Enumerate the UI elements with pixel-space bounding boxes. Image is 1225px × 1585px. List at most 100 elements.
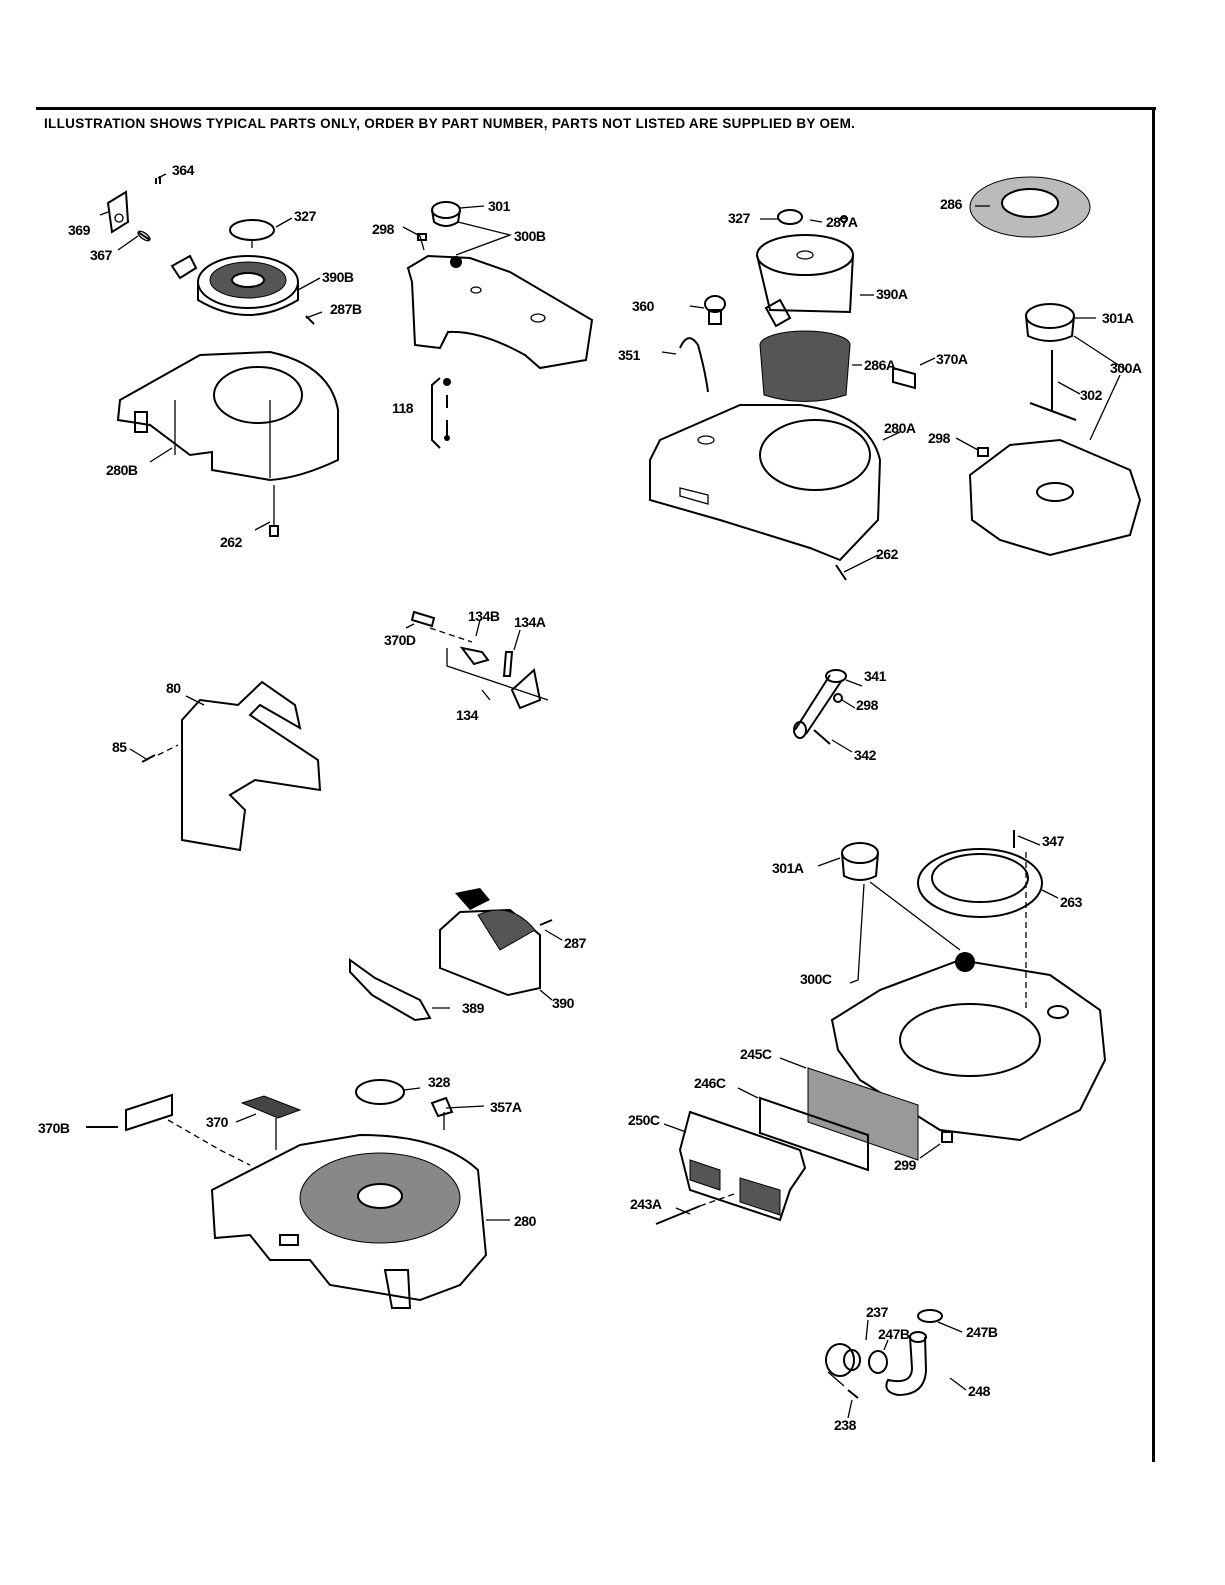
part-389-lever: [349, 958, 432, 1022]
part-247b-clamp-left: [868, 1350, 888, 1374]
part-287a-screw: [840, 215, 848, 223]
part-367-spring: [137, 230, 151, 242]
part-351-fuel-line: [679, 337, 709, 393]
part-287-screw: [539, 919, 553, 926]
callout-237: 237: [866, 1304, 888, 1320]
callout-80: 80: [166, 680, 181, 696]
callout-327: 327: [294, 208, 316, 224]
callout-357a: 357A: [490, 1099, 522, 1115]
callout-351: 351: [618, 347, 640, 363]
callout-300c: 300C: [800, 971, 832, 987]
callout-301a-mid: 301A: [772, 860, 804, 876]
callout-389: 389: [462, 1000, 484, 1016]
callout-286a: 286A: [864, 357, 896, 373]
callout-280a: 280A: [884, 420, 916, 436]
part-301a-fuel-cap-mid: [841, 842, 879, 881]
part-243a-screw: [655, 1205, 701, 1225]
part-328-cap: [355, 1079, 405, 1105]
part-298-screw-300a: [977, 447, 989, 457]
callout-328: 328: [428, 1074, 450, 1090]
part-298-screw-341: [833, 693, 843, 703]
callout-243a: 243A: [630, 1196, 662, 1212]
callout-298-300a: 298: [928, 430, 950, 446]
part-342-screw: [813, 729, 831, 745]
part-357a-clip: [430, 1096, 454, 1118]
part-134a-pin: [502, 651, 514, 677]
callout-280b: 280B: [106, 462, 138, 478]
part-287b-screw: [305, 315, 315, 325]
callout-287a: 287A: [826, 214, 858, 230]
part-250c-filter-cover: [678, 1110, 807, 1222]
part-286a-filter-screen: [759, 330, 851, 402]
frame-top-border: [36, 107, 1156, 110]
callout-286: 286: [940, 196, 962, 212]
callout-245c: 245C: [740, 1046, 772, 1062]
part-390-starter-assembly: [439, 888, 541, 997]
part-134b-lever: [459, 646, 490, 666]
part-134-bracket: [510, 668, 542, 710]
callout-299: 299: [894, 1157, 916, 1173]
part-245c-air-filter: [807, 1067, 919, 1161]
part-280-blower-housing: [210, 1133, 488, 1309]
part-299-nut: [941, 1131, 953, 1143]
part-247b-clamp-right: [917, 1309, 943, 1323]
part-248-hose: [885, 1331, 928, 1397]
part-237-elbow-fitting: [825, 1343, 861, 1377]
callout-370d: 370D: [384, 632, 416, 648]
part-369-bracket: [106, 190, 130, 234]
part-390a-rewind-starter: [756, 234, 854, 328]
callout-247b-left: 247B: [878, 1326, 910, 1342]
callout-367: 367: [90, 247, 112, 263]
part-280a-blower-housing: [649, 404, 882, 562]
callout-390b: 390B: [322, 269, 354, 285]
callout-134: 134: [456, 707, 478, 723]
callout-250c: 250C: [628, 1112, 660, 1128]
callout-248: 248: [968, 1383, 990, 1399]
part-300c-fuel-tank: [830, 952, 1107, 1142]
callout-118: 118: [392, 400, 414, 416]
callout-301: 301: [488, 198, 510, 214]
callout-287b: 287B: [330, 301, 362, 317]
callout-390: 390: [552, 995, 574, 1011]
part-390b-rewind-starter: [170, 254, 299, 316]
part-301-fuel-cap: [431, 201, 461, 227]
part-370a-label: [892, 366, 916, 390]
part-327-cap-top-center: [777, 209, 803, 225]
callout-262-right: 262: [876, 546, 898, 562]
callout-347: 347: [1042, 833, 1064, 849]
callout-238: 238: [834, 1417, 856, 1433]
illustration-notice: ILLUSTRATION SHOWS TYPICAL PARTS ONLY, O…: [44, 116, 856, 131]
callout-302: 302: [1080, 387, 1102, 403]
callout-85: 85: [112, 739, 127, 755]
part-280b-blower-housing: [116, 350, 339, 482]
callout-298-341: 298: [856, 697, 878, 713]
part-246c-precleaner: [759, 1096, 869, 1172]
callout-134b: 134B: [468, 608, 500, 624]
callout-300b: 300B: [514, 228, 546, 244]
callout-247b-right: 247B: [966, 1324, 998, 1340]
callout-364: 364: [172, 162, 194, 178]
part-302-dipstick: [1029, 350, 1077, 421]
part-300a-fuel-tank: [968, 438, 1142, 557]
callout-341: 341: [864, 668, 886, 684]
part-301a-fuel-cap-top: [1025, 303, 1075, 342]
callout-342: 342: [854, 747, 876, 763]
part-370b-label: [125, 1093, 173, 1132]
callout-300a: 300A: [1110, 360, 1142, 376]
callout-370b: 370B: [38, 1120, 70, 1136]
callout-369: 369: [68, 222, 90, 238]
callout-370: 370: [206, 1114, 228, 1130]
part-263-ring: [917, 848, 1043, 918]
part-341-link: [793, 669, 847, 739]
callout-134a: 134A: [514, 614, 546, 630]
part-85-screw: [141, 754, 156, 763]
part-298-screw-tank: [417, 233, 427, 241]
part-80-air-baffle: [181, 680, 322, 852]
callout-298: 298: [372, 221, 394, 237]
callout-246c: 246C: [694, 1075, 726, 1091]
part-300b-fuel-tank: [406, 254, 594, 370]
callout-360: 360: [632, 298, 654, 314]
callout-390a: 390A: [876, 286, 908, 302]
callout-262: 262: [220, 534, 242, 550]
callout-263: 263: [1060, 894, 1082, 910]
